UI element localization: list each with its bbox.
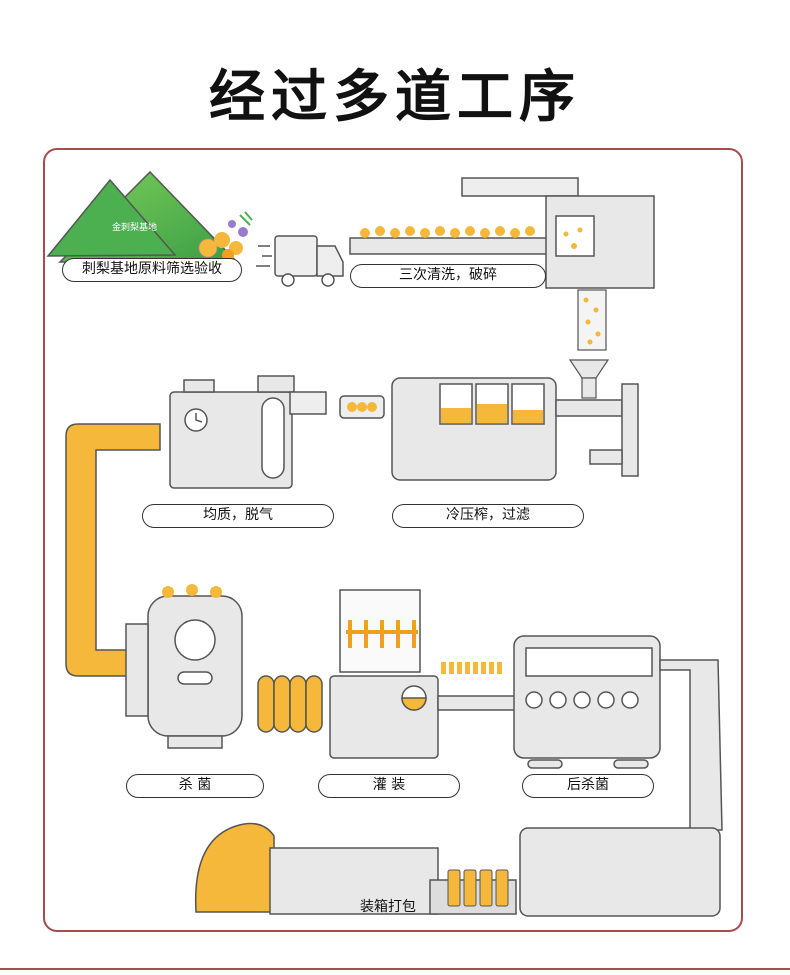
step-fill-label: 灌 装 <box>318 774 460 798</box>
juice-fill-levels <box>441 404 543 423</box>
page-title: 经过多道工序 <box>209 64 581 130</box>
crushed-fruit-flow <box>568 289 610 399</box>
step-sterilize-label: 杀 菌 <box>126 774 264 798</box>
post-sterilizer-machine-icon <box>513 635 661 769</box>
washing-machine-icon <box>349 177 655 289</box>
delivery-truck-icon <box>256 235 344 287</box>
mountain-tag-text: 金刺梨基地 <box>112 221 157 233</box>
sterilizer-tank-balls <box>162 584 222 598</box>
filler-nozzles <box>346 620 418 648</box>
juice-pipe-balls <box>347 402 377 412</box>
process-frame <box>43 148 743 932</box>
step-wash-label: 三次清洗，破碎 <box>350 264 546 288</box>
packed-bottles <box>447 869 509 907</box>
bottle-row <box>441 662 502 674</box>
packing-area-icon <box>194 822 517 915</box>
step-pack-label: 装箱打包 <box>360 899 416 915</box>
homogenizer-machine-icon <box>169 375 385 489</box>
sterilizer-tank-icon <box>125 595 243 749</box>
step-homogenize-label: 均质，脱气 <box>142 504 334 528</box>
bottom-divider <box>0 968 790 970</box>
step-harvest-label: 刺梨基地原料筛选验收 <box>62 258 242 282</box>
cold-press-machine-icon <box>391 377 639 481</box>
return-conveyor <box>519 659 723 917</box>
heating-coil <box>257 675 323 733</box>
step-post-sterilize-label: 后杀菌 <box>522 774 654 798</box>
step-press-label: 冷压榨，过滤 <box>392 504 584 528</box>
